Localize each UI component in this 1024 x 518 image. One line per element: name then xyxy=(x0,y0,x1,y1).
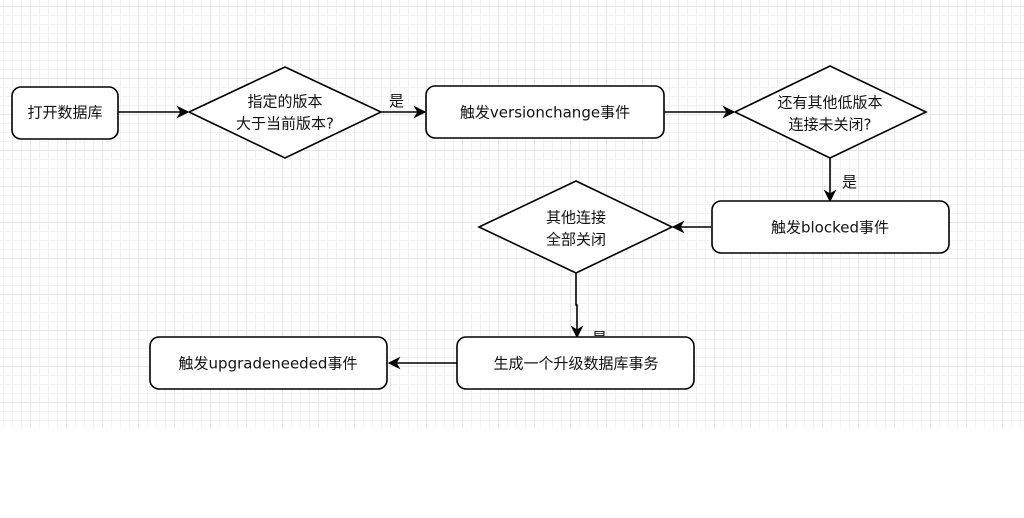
node-blocked[interactable]: 触发blocked事件 xyxy=(711,200,950,254)
edge-label-yes-2: 是 xyxy=(842,173,857,191)
node-others-open-line2: 连接未关闭? xyxy=(789,116,872,134)
node-open-db-label: 打开数据库 xyxy=(27,104,102,122)
node-versionchange-label: 触发versionchange事件 xyxy=(460,104,630,122)
node-version-check[interactable]: 指定的版本 大于当前版本? xyxy=(187,66,383,159)
node-version-check-line2: 大于当前版本? xyxy=(236,115,334,133)
node-versionchange[interactable]: 触发versionchange事件 xyxy=(425,85,665,139)
node-upgradeneeded[interactable]: 触发upgradeneeded事件 xyxy=(149,336,388,390)
node-all-closed-line2: 全部关闭 xyxy=(546,231,606,249)
node-upgradeneeded-label: 触发upgradeneeded事件 xyxy=(179,355,358,373)
edge-label-yes-1: 是 xyxy=(389,92,404,110)
edges xyxy=(118,105,837,370)
node-all-closed-line1: 其他连接 xyxy=(546,209,606,227)
edge-all-closed-to-upgrade-tx xyxy=(570,273,584,339)
node-open-db[interactable]: 打开数据库 xyxy=(11,86,119,140)
node-upgrade-tx[interactable]: 生成一个升级数据库事务 xyxy=(456,336,695,390)
node-upgrade-tx-label: 生成一个升级数据库事务 xyxy=(493,355,658,373)
node-others-open-line1: 还有其他低版本 xyxy=(777,94,882,112)
node-version-check-line1: 指定的版本 xyxy=(247,93,322,111)
node-all-closed[interactable]: 其他连接 全部关闭 xyxy=(477,180,674,274)
node-blocked-label: 触发blocked事件 xyxy=(771,219,889,237)
node-others-open[interactable]: 还有其他低版本 连接未关闭? xyxy=(733,65,928,159)
